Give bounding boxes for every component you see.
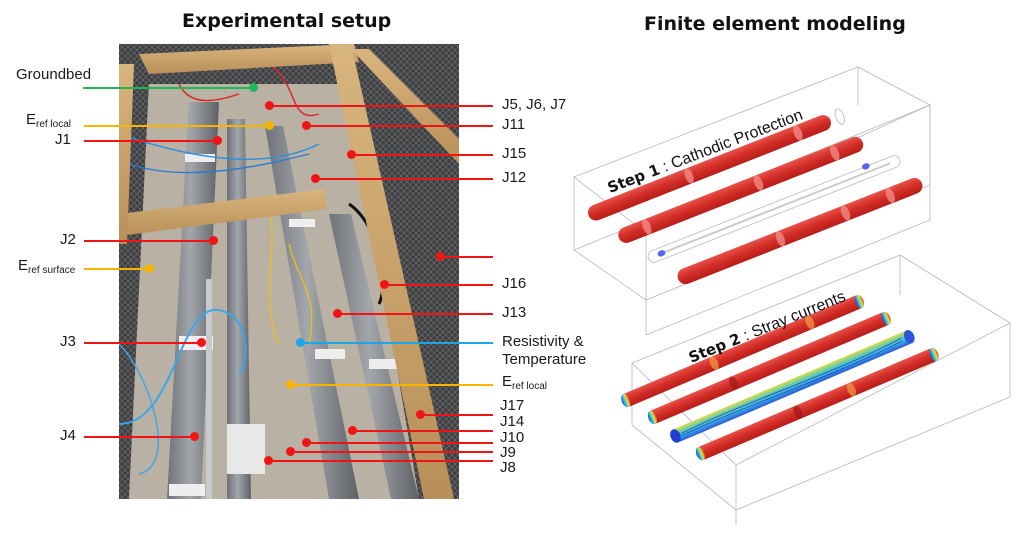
step2-pipe (621, 295, 864, 407)
pipe-band (169, 484, 205, 496)
eref-subscript: ref surface (28, 265, 76, 276)
j17-label: J17 (500, 397, 525, 414)
resistivity-leader (300, 342, 493, 344)
pipe-band (185, 154, 215, 162)
anode-marker (861, 163, 870, 170)
experimental-setup-title: Experimental setup (182, 10, 392, 32)
j10-marker (302, 438, 311, 447)
j12-label: J12 (502, 169, 527, 186)
j8-label: J8 (500, 459, 516, 476)
step1-pipes (587, 108, 923, 285)
resistivity-label-line2: Temperature (502, 351, 587, 368)
step2-pipe (696, 348, 939, 460)
anode-marker (657, 250, 666, 257)
j5-j6-j7-leader (269, 105, 493, 107)
eref-subscript: ref local (512, 381, 548, 392)
eref-local-label-right: Eref local (502, 374, 547, 395)
eref-surface-leader (84, 268, 150, 270)
eref-local-bottom-marker (286, 380, 295, 389)
measuring-ruler (206, 279, 212, 499)
j16-label: J16 (502, 275, 527, 292)
eref-local-top-marker (265, 121, 274, 130)
sensor-housing (227, 424, 265, 474)
j10-label: J10 (500, 429, 525, 446)
j11-marker (302, 121, 311, 130)
j14-label: J14 (500, 413, 525, 430)
step1-pipe (587, 115, 832, 221)
pipe-j1-j4 (167, 102, 219, 499)
j15-marker (347, 150, 356, 159)
j12-leader (315, 178, 493, 180)
j2-label: J2 (60, 231, 76, 248)
pipe-band (315, 349, 345, 359)
j10-leader (306, 442, 493, 444)
eref-symbol: E (26, 111, 37, 128)
j8-leader (268, 460, 493, 462)
j3-leader (84, 342, 202, 344)
j14-marker (348, 426, 357, 435)
step1-pipe (677, 177, 923, 285)
step1-center-pipe (647, 155, 901, 263)
groundbed-leader (83, 87, 253, 89)
fem-illustration (573, 66, 1011, 525)
eref-symbol: E (502, 373, 513, 390)
eref-local-bottom-leader (290, 384, 493, 386)
pipe-band (289, 219, 315, 227)
j1-label: J1 (55, 131, 71, 148)
step2-pipe (648, 312, 891, 424)
unlabeled-leader (440, 256, 493, 258)
j12-marker (311, 174, 320, 183)
j13-leader (337, 313, 493, 315)
j16-marker (380, 280, 389, 289)
setup-photo-illustration (119, 44, 459, 499)
eref-subscript: ref local (36, 119, 72, 130)
j3-label: J3 (60, 333, 76, 350)
j1-marker (213, 136, 222, 145)
experimental-setup-photo (119, 44, 459, 499)
eref-local-top-leader (84, 125, 270, 127)
unlabeled-marker (436, 252, 445, 261)
j5-j6-j7-marker (265, 101, 274, 110)
j5-j6-j7-label: J5, J6, J7 (502, 96, 567, 113)
eref-local-label-left: Eref local (26, 112, 71, 133)
j13-label: J13 (502, 304, 527, 321)
j2-marker (209, 236, 218, 245)
eref-surface-label: Eref surface (18, 258, 75, 279)
j14-leader (352, 430, 493, 432)
j17-leader (420, 414, 493, 416)
j9-label: J9 (500, 444, 516, 461)
step1-pipe (618, 136, 864, 243)
j1-leader (84, 140, 217, 142)
j4-label: J4 (60, 427, 76, 444)
j11-label: J11 (502, 116, 526, 133)
eref-surface-marker (145, 264, 154, 273)
groundbed-marker (249, 83, 258, 92)
cables (119, 63, 385, 475)
j13-marker (333, 309, 342, 318)
j4-leader (84, 436, 196, 438)
step2-pipes (621, 294, 939, 461)
fem-panel: Step 1 : Cathodic Protection Step 2 : St… (560, 55, 1024, 525)
resistivity-marker (296, 338, 305, 347)
j11-leader (306, 125, 493, 127)
j15-leader (351, 154, 493, 156)
j9-marker (286, 447, 295, 456)
resistivity-label-line1: Resistivity & (502, 333, 584, 350)
j15-label: J15 (502, 145, 527, 162)
pipe-band (369, 359, 399, 369)
j8-marker (264, 456, 273, 465)
finite-element-modeling-title: Finite element modeling (644, 13, 906, 35)
eref-symbol: E (18, 257, 29, 274)
j9-leader (290, 451, 493, 453)
j17-marker (416, 410, 425, 419)
groundbed-label: Groundbed (16, 66, 92, 83)
j3-marker (197, 338, 206, 347)
step1-domain-box (573, 66, 931, 336)
j4-marker (190, 432, 199, 441)
j16-leader (384, 284, 493, 286)
j2-leader (84, 240, 214, 242)
pipe-j16-j17 (329, 214, 419, 499)
